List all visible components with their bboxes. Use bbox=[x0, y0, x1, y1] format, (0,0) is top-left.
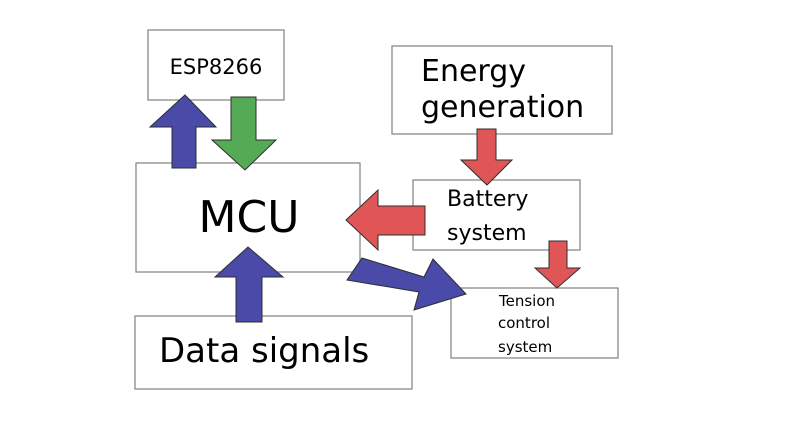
battery-system-label-line2: system bbox=[447, 221, 527, 246]
energy-generation-box bbox=[391, 45, 613, 135]
battery-to-tension-arrow bbox=[533, 240, 582, 289]
mcu-to-tension-arrow bbox=[346, 257, 467, 311]
data-signals-to-mcu-arrow bbox=[213, 246, 285, 323]
energy-generation-label-line1: Energy bbox=[421, 54, 526, 89]
tension-control-system-box bbox=[450, 287, 619, 359]
battery-system-box bbox=[412, 179, 581, 251]
energy-generation-label-line2: generation bbox=[421, 90, 584, 125]
tension-control-label-line1: Tension bbox=[498, 292, 555, 310]
esp-to-mcu-arrow bbox=[210, 96, 278, 171]
mcu-label: MCU bbox=[199, 192, 300, 243]
energy-to-battery-arrow bbox=[459, 128, 514, 186]
esp8266-box bbox=[147, 29, 285, 101]
mcu-to-esp-arrow bbox=[148, 94, 218, 169]
esp8266-label: ESP8266 bbox=[170, 55, 263, 79]
battery-to-mcu-arrow bbox=[345, 188, 426, 252]
tension-control-label-line3: system bbox=[498, 338, 552, 356]
battery-system-label-line1: Battery bbox=[447, 187, 528, 212]
tension-control-label-line2: control bbox=[498, 314, 550, 332]
data-signals-box bbox=[134, 315, 413, 390]
data-signals-label: Data signals bbox=[159, 331, 369, 371]
